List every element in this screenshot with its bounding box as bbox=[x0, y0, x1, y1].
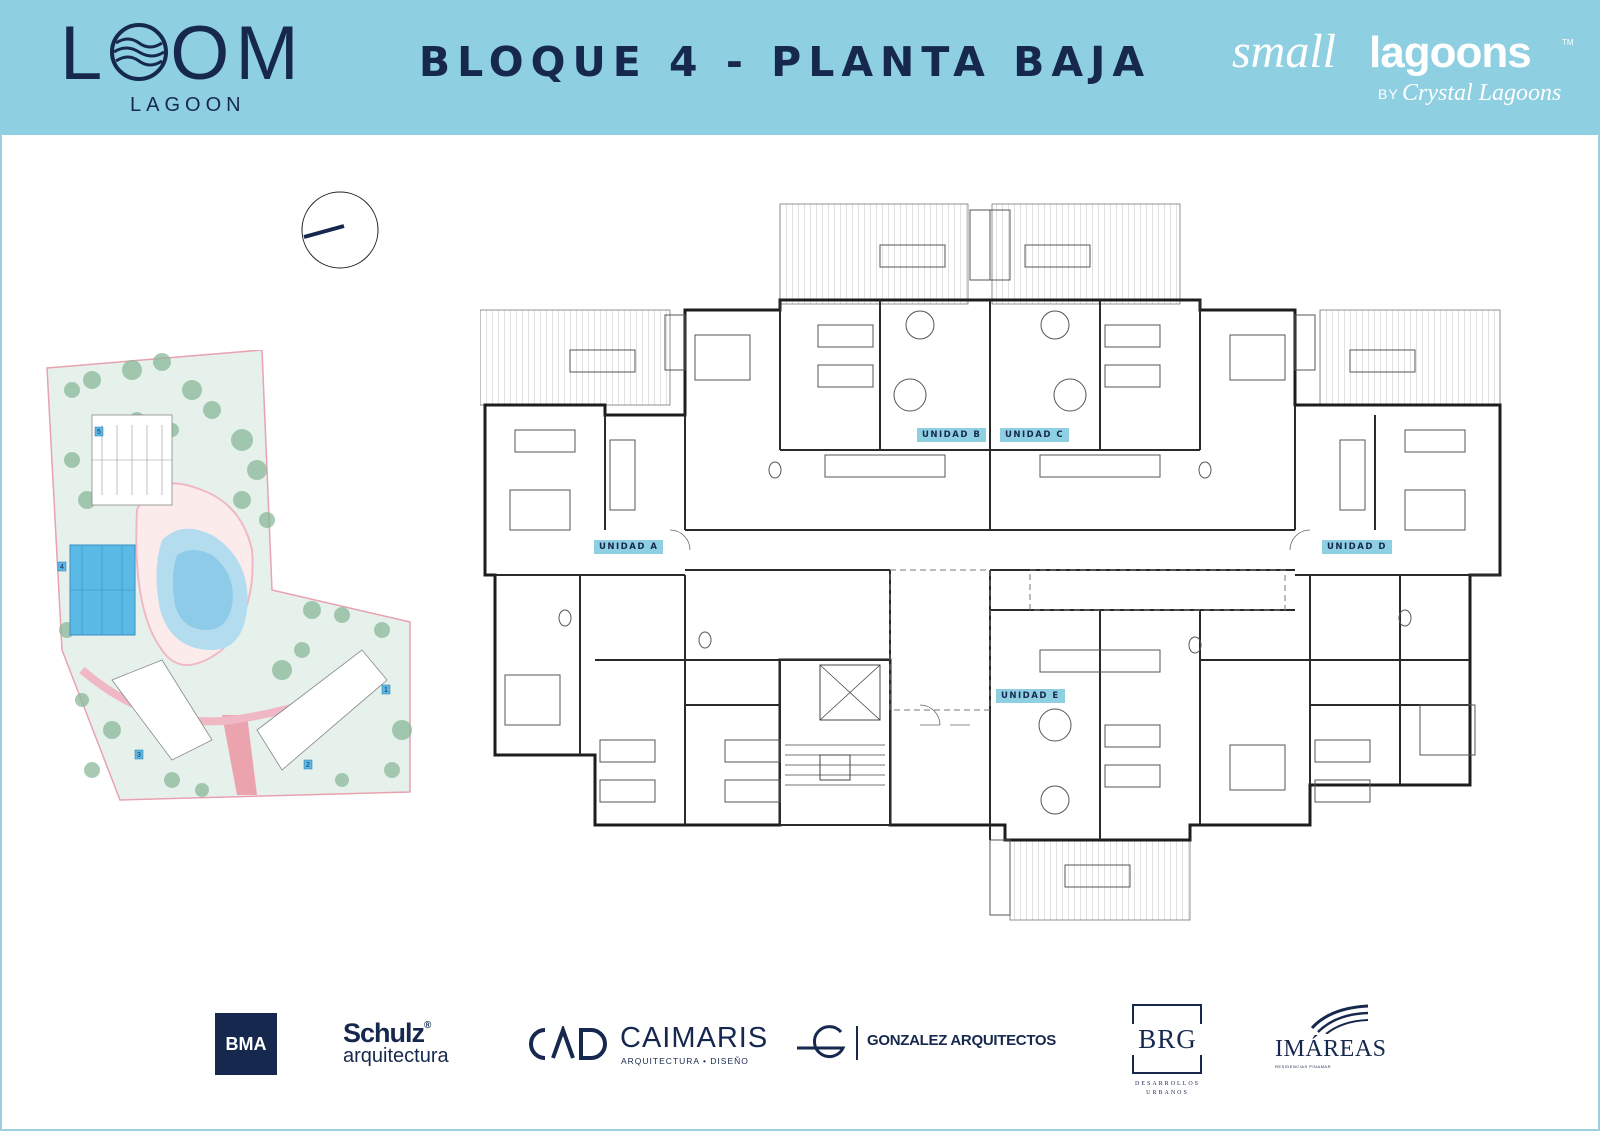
cad-mark-icon bbox=[529, 1026, 607, 1060]
page-title: BLOQUE 4 - PLANTA BAJA bbox=[418, 38, 1152, 86]
brg-logo: BRG DESARROLLOS URBANOS bbox=[1130, 1004, 1205, 1096]
unit-d-label: UNIDAD D bbox=[1322, 540, 1392, 554]
schulz-registered: ® bbox=[424, 1020, 431, 1031]
bma-logo: BMA bbox=[215, 1013, 277, 1075]
unit-b-label: UNIDAD B bbox=[917, 428, 987, 442]
gonzalez-g-icon bbox=[797, 1025, 858, 1060]
unit-c-label: UNIDAD C bbox=[1000, 428, 1070, 442]
small-lagoons-logo: small lagoons TM BY Crystal Lagoons bbox=[1232, 24, 1574, 124]
caimaris-subtitle: ARQUITECTURA • DISEÑO bbox=[621, 1056, 749, 1066]
by-word: BY bbox=[1378, 86, 1399, 102]
caimaris-logo: CAIMARIS ARQUITECTURA • DISEÑO bbox=[523, 1022, 767, 1072]
site-block-3: 3 bbox=[137, 752, 141, 759]
site-map: 5 4 3 2 1 bbox=[46, 350, 412, 801]
imareas-logo: IMÁREAS RESIDENCIAS PINAMAR bbox=[1275, 1004, 1387, 1074]
schulz-name: Schulz bbox=[343, 1018, 425, 1048]
brg-subtitle: DESARROLLOS URBANOS bbox=[1134, 1081, 1200, 1096]
lagoon-subtitle: LAGOON bbox=[130, 94, 246, 116]
wave-o-icon bbox=[110, 23, 169, 81]
gonzalez-logo: GONZALEZ ARQUITECTOS bbox=[797, 1022, 1067, 1062]
schulz-logo: Schulz® arquitectura bbox=[343, 1018, 483, 1078]
caimaris-name: CAIMARIS bbox=[620, 1022, 769, 1054]
imareas-name: IMÁREAS bbox=[1275, 1036, 1387, 1062]
small-word: small bbox=[1232, 25, 1337, 78]
imareas-subtitle: RESIDENCIAS PINAMAR bbox=[1275, 1064, 1331, 1069]
north-arrow-icon bbox=[301, 191, 379, 269]
wave-mark-icon bbox=[1310, 1004, 1369, 1034]
floor-plan bbox=[480, 203, 1502, 921]
brg-name: BRG bbox=[1130, 1024, 1205, 1055]
site-block-2: 2 bbox=[306, 762, 310, 769]
lagoons-word: lagoons bbox=[1369, 28, 1532, 77]
site-block-1: 1 bbox=[384, 687, 388, 694]
crystal-lagoons-word: Crystal Lagoons bbox=[1402, 80, 1562, 106]
site-block-4: 4 bbox=[60, 564, 64, 571]
trademark: TM bbox=[1562, 38, 1574, 47]
gonzalez-name: GONZALEZ ARQUITECTOS bbox=[867, 1032, 1057, 1049]
schulz-subtitle: arquitectura bbox=[343, 1045, 449, 1067]
unit-a-label: UNIDAD A bbox=[594, 540, 664, 554]
unit-e-label: UNIDAD E bbox=[996, 689, 1065, 703]
site-block-5: 5 bbox=[97, 429, 101, 436]
